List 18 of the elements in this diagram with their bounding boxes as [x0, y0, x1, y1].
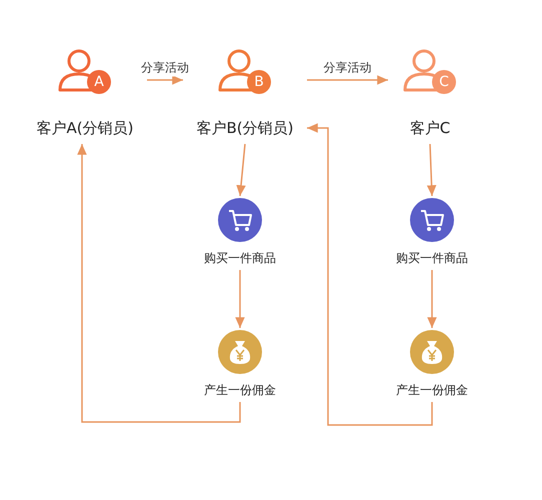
arrow: [147, 75, 183, 85]
avatar-initial: C: [432, 70, 456, 94]
arrow: [236, 144, 246, 196]
customer-name: 客户C: [408, 118, 452, 138]
step-label: 购买一件商品: [203, 250, 277, 266]
step-label: 产生一份佣金: [203, 382, 277, 398]
avatar-initial: A: [87, 70, 111, 94]
step-label: 购买一件商品: [395, 250, 469, 266]
arrow: [426, 144, 436, 196]
arrow: [307, 123, 433, 426]
arrow: [307, 75, 388, 85]
customer-name: 客户B(分销员): [196, 118, 294, 138]
step-label: 产生一份佣金: [395, 382, 469, 398]
arrow: [427, 270, 437, 328]
arrow: [77, 144, 241, 423]
avatar-initial: B: [247, 70, 271, 94]
customer-name: 客户A(分销员): [36, 118, 134, 138]
arrow: [235, 270, 245, 328]
